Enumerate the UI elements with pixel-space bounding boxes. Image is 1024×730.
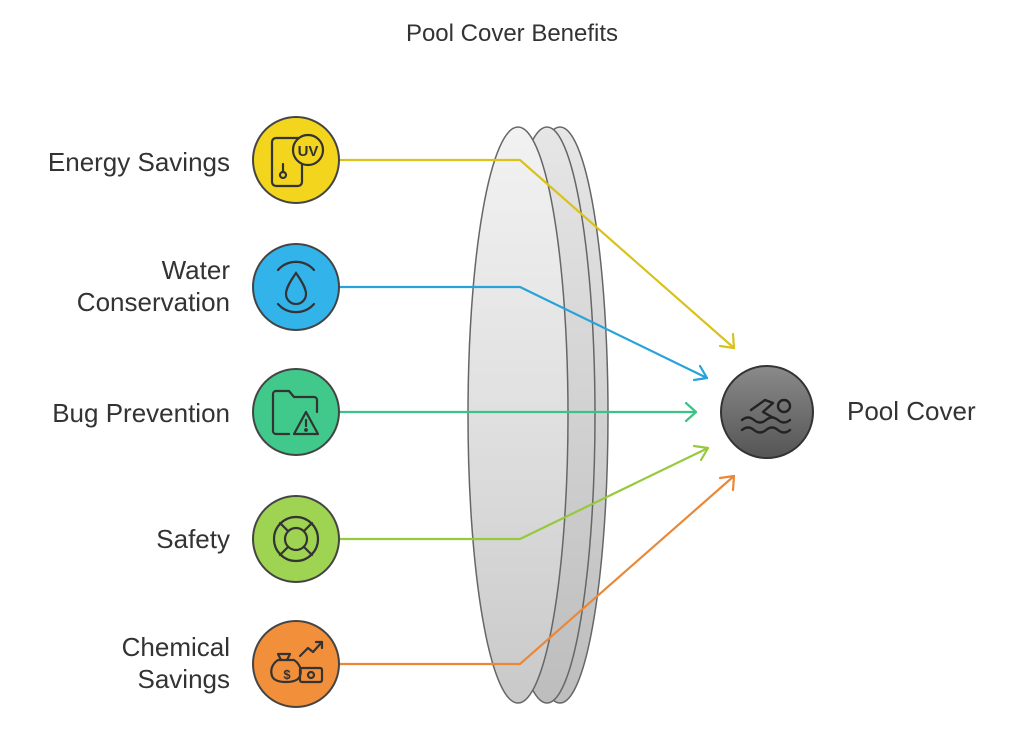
benefit-circle-water-conservation (252, 243, 340, 331)
target-label: Pool Cover (847, 396, 976, 426)
lens-shape (467, 126, 609, 704)
benefit-label-energy-savings: Energy Savings (47, 147, 230, 177)
target-circle-pool-cover (720, 365, 814, 459)
benefit-circle-energy-savings: UV (252, 116, 340, 204)
arrow-energy-savings (338, 158, 736, 350)
benefit-label-water-conservation: Water Conservation (30, 254, 230, 318)
benefit-circle-safety (252, 495, 340, 583)
benefit-circle-bug-prevention (252, 368, 340, 456)
benefit-label-chemical-savings-text: Chemical Savings (121, 632, 230, 694)
water-drop-icon (276, 260, 316, 314)
benefit-circle-chemical-savings: $ (252, 620, 340, 708)
svg-text:$: $ (283, 667, 291, 682)
benefit-label-safety: Safety (156, 524, 230, 554)
swimmer-icon (740, 398, 792, 434)
arrow-safety (338, 444, 710, 541)
arrow-chemical-savings (338, 474, 736, 666)
benefit-label-chemical-savings: Chemical Savings (90, 631, 230, 695)
diagram-title: Pool Cover Benefits (405, 20, 619, 47)
money-growth-icon: $ (270, 640, 324, 684)
uv-device-icon: UV (270, 133, 325, 188)
benefit-label-bug-prevention: Bug Prevention (52, 398, 230, 428)
svg-text:UV: UV (298, 143, 319, 160)
life-ring-icon (272, 515, 320, 563)
benefit-label-water-conservation-text: Water Conservation (76, 255, 230, 317)
arrow-bug-prevention (338, 401, 698, 423)
arrow-water-conservation (338, 285, 709, 382)
folder-warning-icon (271, 389, 320, 436)
